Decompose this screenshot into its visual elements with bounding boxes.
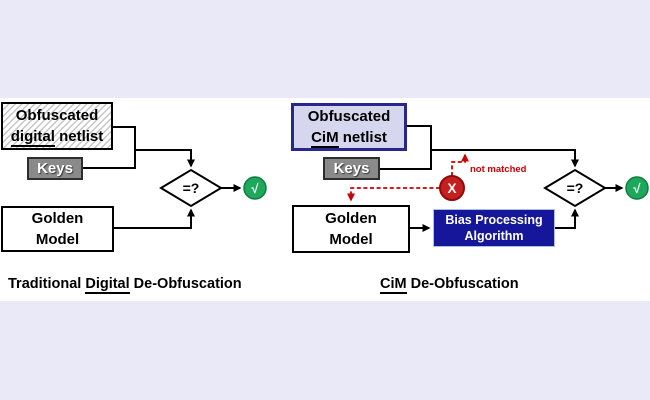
left-comparator-diamond <box>159 168 223 208</box>
left-caption: Traditional Digital De-Obfuscation <box>8 276 242 294</box>
netlist-line1: Obfuscated <box>307 108 391 125</box>
bias-to-comparator-arrow <box>555 208 579 229</box>
not-matched-label: not matched <box>470 164 527 175</box>
left-to-comparator-arrow <box>135 149 195 168</box>
bias-line1: Bias Processing <box>445 213 543 227</box>
not-matched-retry-dashed-arrow <box>451 153 469 176</box>
right-to-comparator-arrow <box>431 149 579 168</box>
bias-line2: Algorithm <box>464 229 524 243</box>
golden-line1: Golden <box>325 210 377 227</box>
right-pass-check-icon: √ <box>633 180 641 196</box>
left-pass-circle <box>243 176 267 200</box>
right-keys-box: Keys <box>323 157 380 180</box>
left-keys-label: Keys <box>37 160 73 177</box>
left-golden-model-box: Golden Model <box>1 206 114 252</box>
golden-line1: Golden <box>31 210 84 227</box>
netlist-line1: Obfuscated <box>15 107 99 124</box>
right-comparator-label: =? <box>566 180 584 196</box>
right-keys-label: Keys <box>333 160 370 177</box>
not-matched-to-golden-dashed-arrow <box>347 187 440 202</box>
golden-line2: Model <box>329 231 373 248</box>
right-golden-model-box: Golden Model <box>292 205 410 253</box>
left-pass-check-icon: √ <box>251 180 259 196</box>
obfuscated-cim-netlist-box: Obfuscated CiM netlist <box>291 103 407 151</box>
left-merge-lines <box>83 126 136 169</box>
netlist-line2: CiM netlist <box>311 129 387 148</box>
fail-circle <box>439 175 465 201</box>
bias-processing-algorithm-box: Bias Processing Algorithm <box>433 209 555 247</box>
obfuscated-digital-netlist-box: Obfuscated digital netlist <box>1 102 113 150</box>
left-golden-to-comparator-arrow <box>114 208 195 229</box>
left-comparator-label: =? <box>182 180 200 196</box>
right-comparator-diamond <box>543 168 607 208</box>
golden-line2: Model <box>35 231 80 248</box>
netlist-line2: digital netlist <box>10 128 104 147</box>
right-pass-circle <box>625 176 649 200</box>
left-keys-box: Keys <box>27 157 83 180</box>
right-merge-lines <box>380 125 432 170</box>
fail-x-icon: X <box>447 180 457 196</box>
right-caption: CiM De-Obfuscation <box>380 276 519 294</box>
